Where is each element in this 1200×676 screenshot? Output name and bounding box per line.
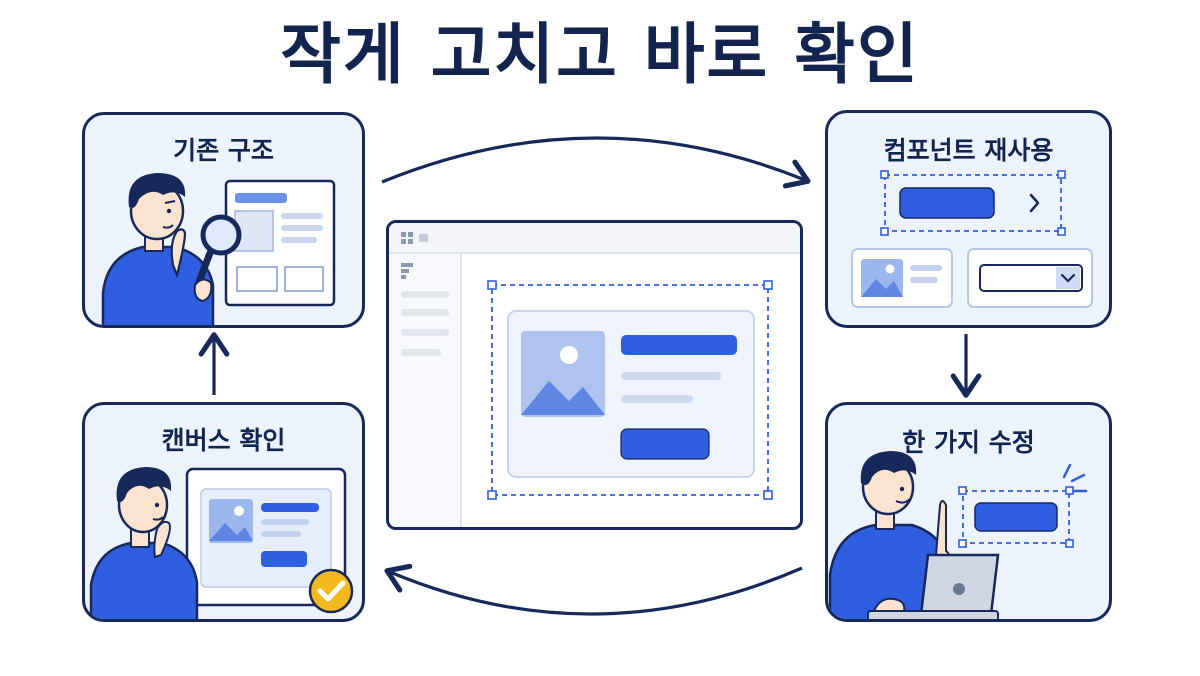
person-illustration bbox=[89, 467, 199, 619]
edited-button bbox=[958, 463, 1088, 548]
step-existing-structure: 기존 구조 bbox=[82, 112, 365, 328]
step-single-edit: 한 가지 수정 bbox=[825, 402, 1112, 622]
step-label: 한 가지 수정 bbox=[902, 428, 1035, 457]
person-illustration bbox=[828, 451, 954, 619]
step-canvas-check: 캔버스 확인 bbox=[82, 402, 365, 622]
selected-component bbox=[880, 170, 1066, 236]
check-badge-icon bbox=[308, 568, 354, 614]
arrow-bottom bbox=[384, 563, 803, 616]
component-card bbox=[507, 310, 755, 478]
monitor-illustration bbox=[185, 467, 347, 607]
page-title: 작게 고치고 바로 확인 bbox=[280, 16, 920, 93]
image-placeholder-icon bbox=[521, 331, 605, 417]
laptop-illustration bbox=[867, 553, 1000, 619]
image-placeholder-icon bbox=[209, 499, 253, 543]
chevron-down-icon bbox=[1060, 273, 1076, 283]
canvas-window bbox=[386, 220, 803, 530]
step-label: 캔버스 확인 bbox=[161, 426, 286, 455]
layers-icon bbox=[401, 263, 413, 279]
card-component bbox=[851, 248, 953, 308]
arrow-top bbox=[381, 136, 811, 189]
document-illustration bbox=[224, 179, 336, 307]
sidebar bbox=[389, 254, 462, 527]
step-label: 컴포넌트 재사용 bbox=[883, 136, 1054, 165]
selection-frame bbox=[487, 280, 773, 500]
select-component bbox=[967, 248, 1093, 308]
person-illustration bbox=[101, 173, 215, 325]
step-label: 기존 구조 bbox=[173, 136, 274, 165]
sparkle-icon bbox=[1062, 463, 1088, 493]
chevron-right-icon bbox=[1029, 193, 1040, 213]
magnifier-icon bbox=[193, 214, 242, 303]
step-component-reuse: 컴포넌트 재사용 bbox=[825, 110, 1112, 328]
app-logo-icon bbox=[401, 232, 428, 244]
